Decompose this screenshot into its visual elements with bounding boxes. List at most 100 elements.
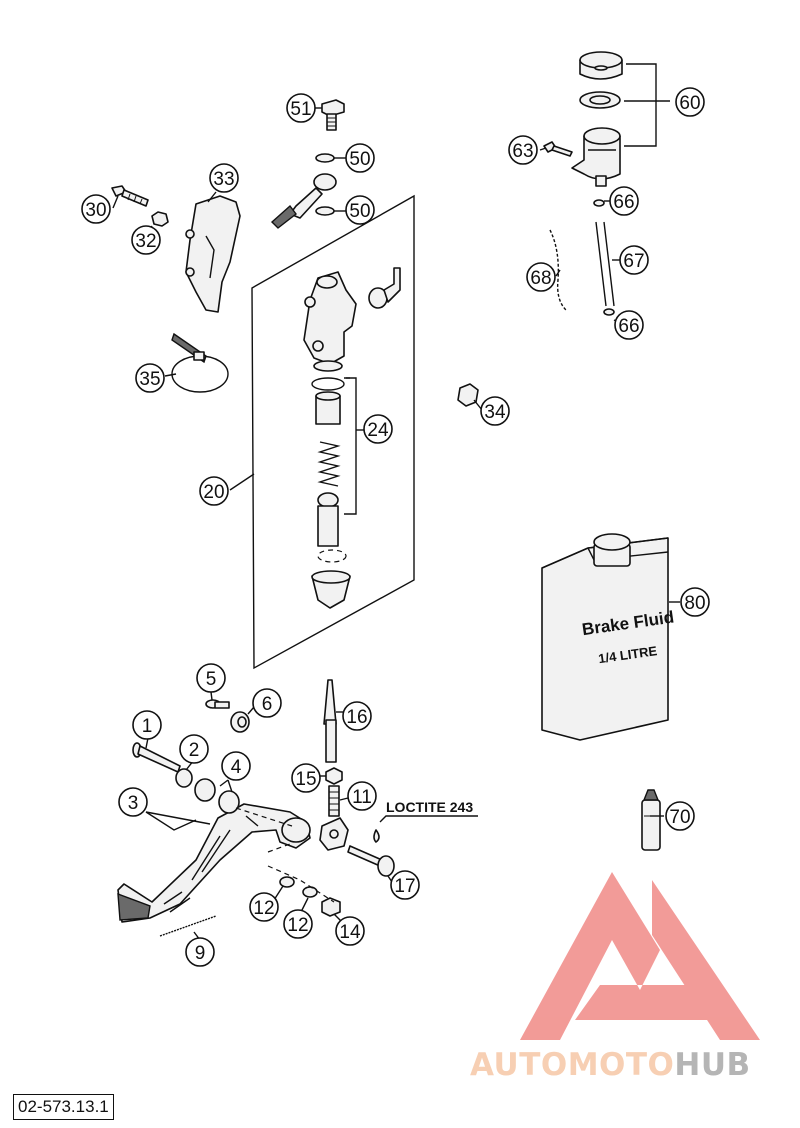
callout-3: 3 — [118, 787, 148, 817]
callout-circle — [347, 781, 377, 811]
callout-17: 17 — [390, 870, 420, 900]
callout-number: 30 — [85, 200, 106, 221]
clevis — [319, 817, 349, 851]
callout-circle — [363, 414, 393, 444]
callout-20: 20 — [199, 476, 229, 506]
callout-number: 2 — [189, 740, 200, 761]
return-spring-pedal — [159, 915, 217, 937]
hex-nut — [457, 383, 479, 407]
brake-pedal — [117, 803, 311, 923]
callout-1: 1 — [132, 710, 162, 740]
dust-boot — [311, 570, 351, 609]
callout-circle — [619, 245, 649, 275]
cable-tie — [171, 332, 229, 393]
rubber-bumper — [230, 711, 250, 733]
callout-12a: 12 — [249, 892, 279, 922]
callout-15: 15 — [291, 763, 321, 793]
callout-number: 50 — [349, 149, 370, 170]
callout-number: 68 — [530, 268, 551, 289]
reservoir-body — [571, 127, 621, 187]
hose-clamp-lower — [603, 308, 615, 316]
callout-circle — [390, 870, 420, 900]
elbow-fitting — [368, 267, 401, 309]
callout-4: 4 — [221, 751, 251, 781]
callout-number: 1 — [142, 716, 153, 737]
callout-circle — [665, 801, 695, 831]
drawing-number: 02-573.13.1 — [13, 1094, 114, 1120]
callout-circle — [480, 396, 510, 426]
callout-circle — [286, 93, 316, 123]
callout-60: 60 — [675, 87, 705, 117]
callout-number: 20 — [203, 482, 224, 503]
callout-9: 9 — [185, 937, 215, 967]
callout-circle — [345, 143, 375, 173]
callout-circle — [526, 262, 556, 292]
callout-number: 15 — [295, 769, 316, 790]
loctite-label: LOCTITE 243 — [386, 799, 473, 815]
cover-nut — [151, 211, 169, 227]
callout-circle — [252, 688, 282, 718]
callout-circle — [209, 163, 239, 193]
washer-12-left — [279, 876, 295, 888]
callout-12b: 12 — [283, 909, 313, 939]
callout-68: 68 — [526, 262, 556, 292]
assembly-axis-pedal — [235, 807, 293, 827]
callout-35: 35 — [135, 363, 165, 393]
callout-circle — [335, 916, 365, 946]
callout-number: 5 — [206, 669, 217, 690]
callout-70: 70 — [665, 801, 695, 831]
master-cylinder-body — [303, 271, 357, 372]
callout-circle — [135, 363, 165, 393]
callout-number: 12 — [287, 915, 308, 936]
callout-66a: 66 — [609, 186, 639, 216]
callout-number: 66 — [613, 192, 634, 213]
callout-number: 11 — [352, 787, 372, 808]
bushing-right — [218, 790, 240, 814]
assembly-axis-clevis — [267, 843, 335, 903]
callout-number: 63 — [512, 141, 533, 162]
watermark-text: AUTOMOTOHUB — [470, 1047, 751, 1083]
brake-fluid-bottle: Brake Fluid 1/4 LITRE — [541, 533, 675, 741]
callout-number: 14 — [339, 922, 361, 943]
callout-number: 60 — [679, 93, 700, 114]
callout-number: 80 — [684, 593, 705, 614]
callout-circle — [614, 310, 644, 340]
bushing-left — [194, 778, 216, 802]
loctite-tube — [641, 789, 661, 851]
banjo-bolt — [321, 99, 345, 131]
o-ring — [311, 377, 345, 391]
callout-16: 16 — [342, 701, 372, 731]
callout-number: 3 — [128, 793, 139, 814]
washer-12-right — [302, 886, 318, 898]
bracket-60 — [624, 63, 657, 147]
callout-number: 16 — [346, 707, 367, 728]
callout-circle — [221, 751, 251, 781]
callout-30: 30 — [81, 194, 111, 224]
reservoir-screw — [543, 141, 573, 157]
callout-number: 4 — [231, 757, 242, 778]
watermark-logo: AUTOMOTOHUB — [470, 872, 760, 1083]
callout-circle — [179, 734, 209, 764]
callout-34: 34 — [480, 396, 510, 426]
callout-number: 70 — [669, 807, 690, 828]
piston — [317, 492, 339, 547]
callout-circle — [342, 701, 372, 731]
callout-number: 32 — [135, 231, 156, 252]
callout-6: 6 — [252, 688, 282, 718]
callout-5: 5 — [196, 663, 226, 693]
callout-circle — [131, 225, 161, 255]
sealing-washer-lower — [315, 206, 335, 216]
master-cylinder-cover — [185, 195, 241, 313]
circlip — [317, 549, 347, 563]
callout-circle — [291, 763, 321, 793]
callout-circle — [118, 787, 148, 817]
lock-nut — [325, 767, 343, 785]
reservoir-hose — [595, 221, 615, 307]
callout-circle — [249, 892, 279, 922]
callout-number: 51 — [290, 99, 311, 120]
reservoir-cap — [579, 51, 623, 80]
piston-sleeve — [315, 391, 341, 425]
callout-80: 80 — [680, 587, 710, 617]
